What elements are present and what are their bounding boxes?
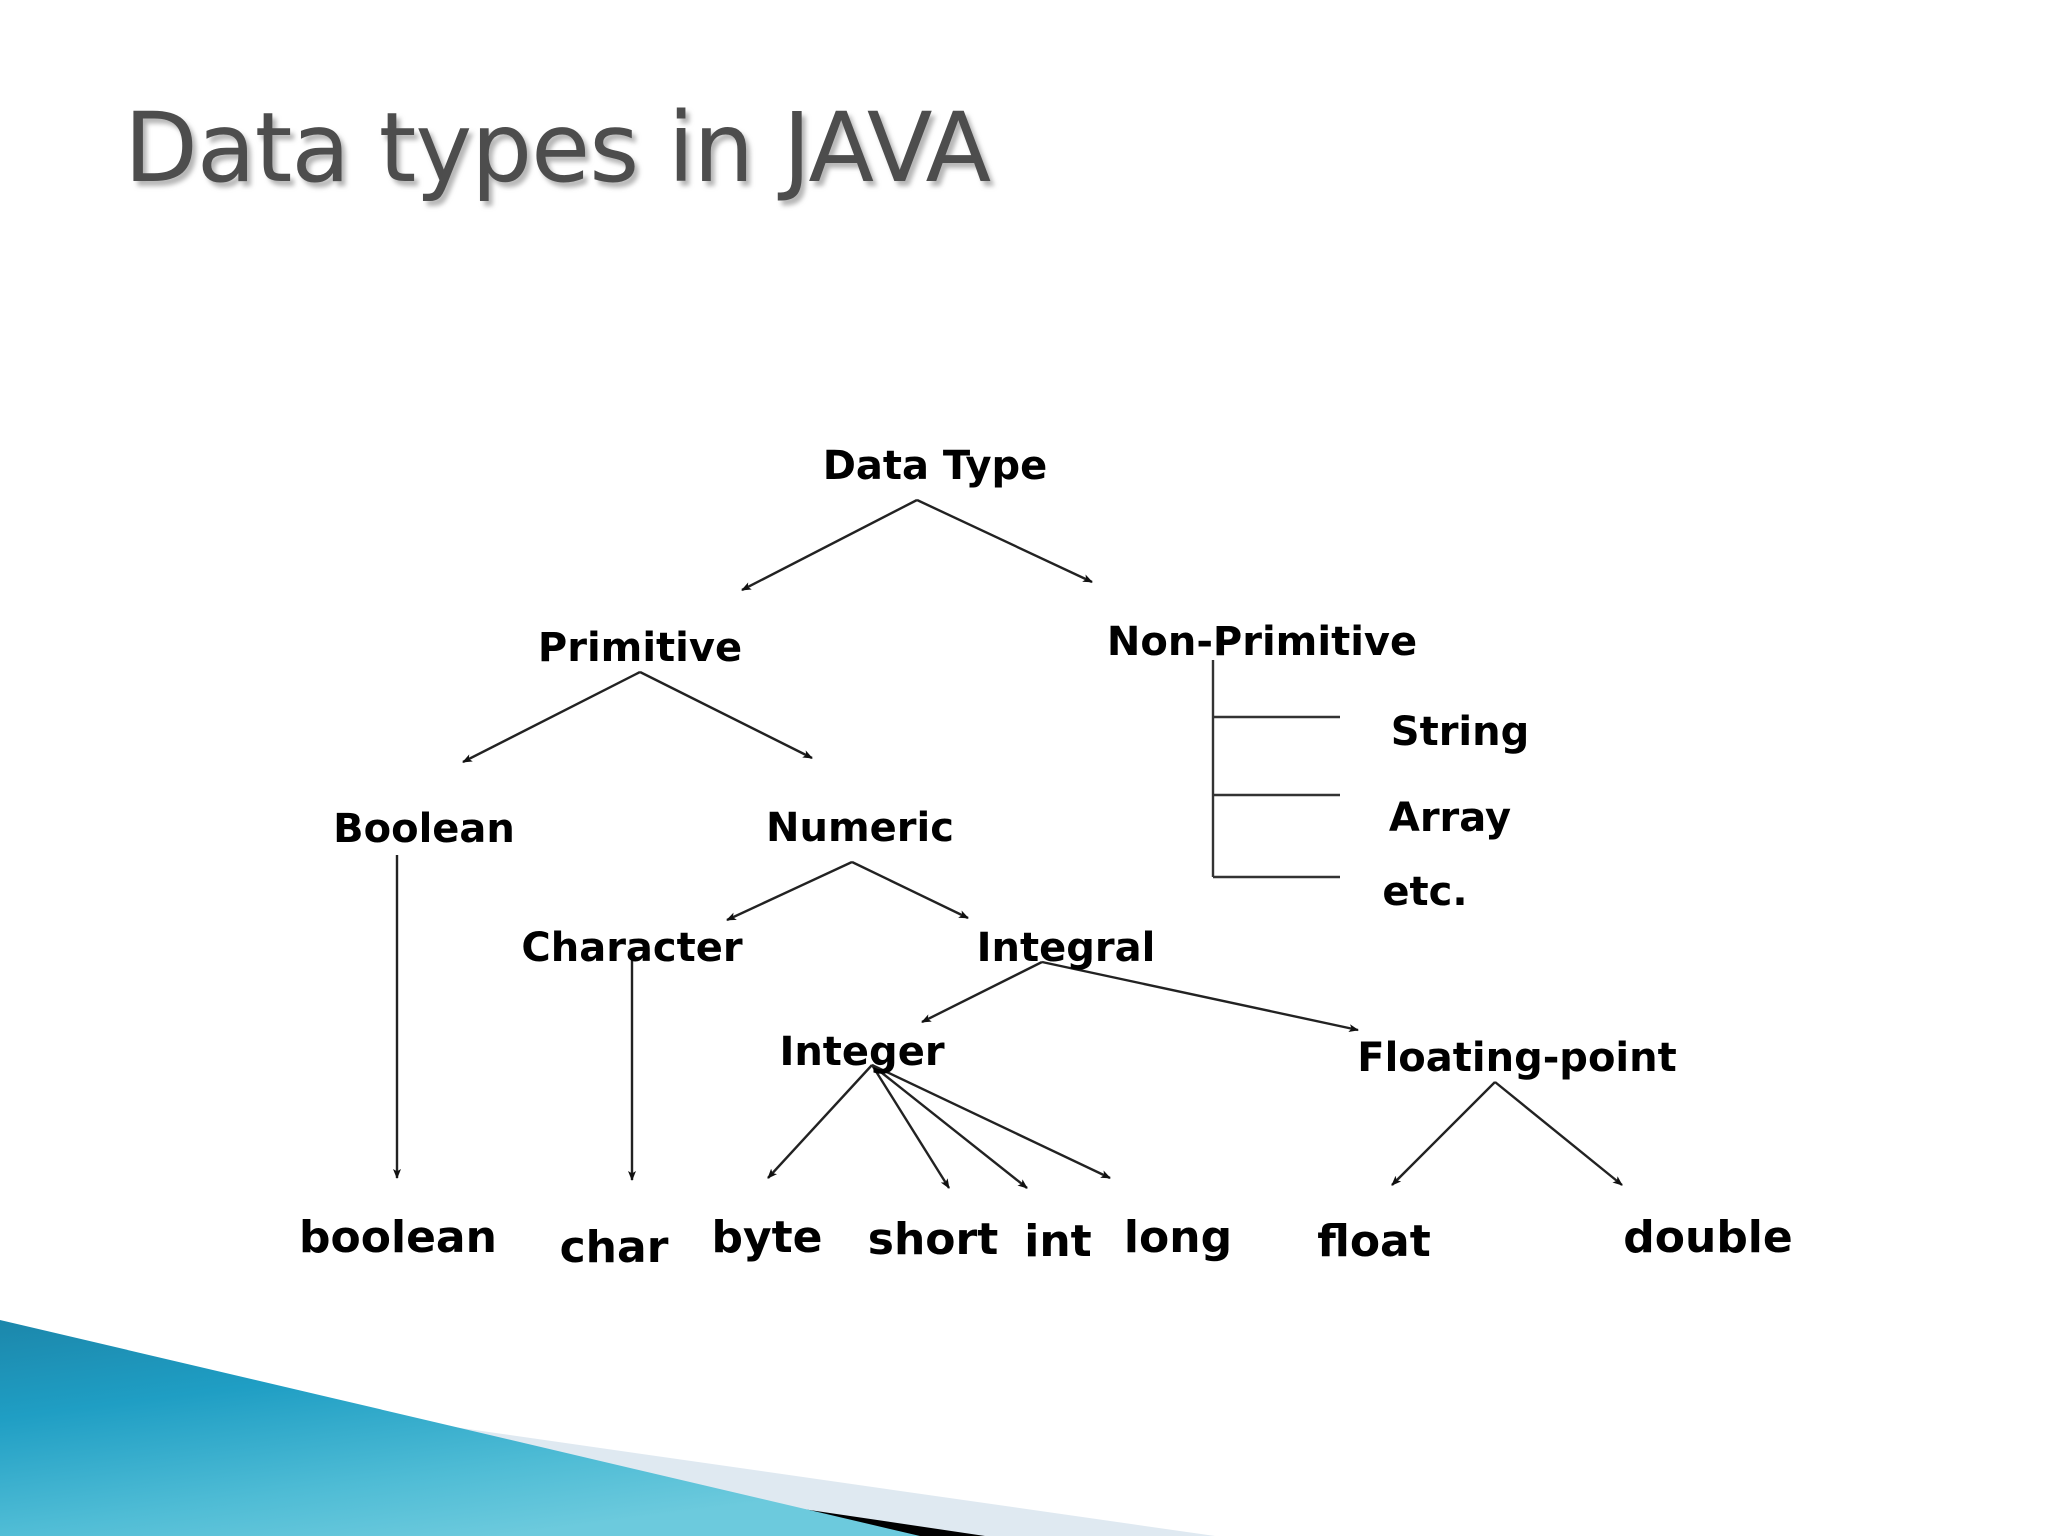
node-character: Character xyxy=(521,925,743,971)
edge-integer-short xyxy=(870,1064,951,1189)
leaf-short: short xyxy=(867,1214,999,1265)
leaf-int: int xyxy=(1024,1216,1092,1267)
node-etc: etc. xyxy=(1382,869,1468,915)
edge-numeric-integral xyxy=(851,860,969,920)
node-non-primitive: Non-Primitive xyxy=(1106,619,1418,665)
leaf-char: char xyxy=(559,1222,669,1273)
node-numeric: Numeric xyxy=(766,805,954,851)
edge-integer-int xyxy=(871,1064,1028,1189)
node-array: Array xyxy=(1388,795,1512,841)
edge-datatype-primitive xyxy=(741,498,918,592)
edge-floatingpoint-float xyxy=(1391,1081,1496,1186)
edge-floatingpoint-double xyxy=(1494,1081,1623,1186)
leaf-float: float xyxy=(1317,1216,1431,1267)
bottom-left-decoration xyxy=(0,1320,1215,1536)
edge-primitive-numeric xyxy=(639,670,813,760)
leaf-byte: byte xyxy=(711,1212,823,1263)
leaf-long: long xyxy=(1123,1212,1233,1263)
leaf-boolean: boolean xyxy=(299,1212,497,1263)
edge-numeric-character xyxy=(726,860,853,922)
node-integral: Integral xyxy=(976,925,1156,971)
edge-datatype-nonprimitive xyxy=(916,498,1093,584)
decoration-teal-triangle xyxy=(0,1320,920,1536)
edge-integer-byte xyxy=(767,1064,873,1179)
edge-integer-long xyxy=(871,1063,1111,1180)
nonprimitive-bracket xyxy=(1211,660,1340,879)
edge-integral-integer xyxy=(921,960,1043,1024)
edge-integral-floatingpoint xyxy=(1041,960,1359,1033)
node-data-type: Data Type xyxy=(822,443,1048,489)
page-title: Data types in JAVA xyxy=(124,92,991,204)
node-floating-point: Floating-point xyxy=(1357,1035,1677,1081)
node-string: String xyxy=(1390,709,1530,755)
node-primitive: Primitive xyxy=(537,625,743,671)
edge-primitive-boolean xyxy=(462,670,641,764)
node-integer: Integer xyxy=(779,1029,945,1075)
leaf-double: double xyxy=(1623,1212,1793,1263)
node-boolean-category: Boolean xyxy=(333,806,515,852)
